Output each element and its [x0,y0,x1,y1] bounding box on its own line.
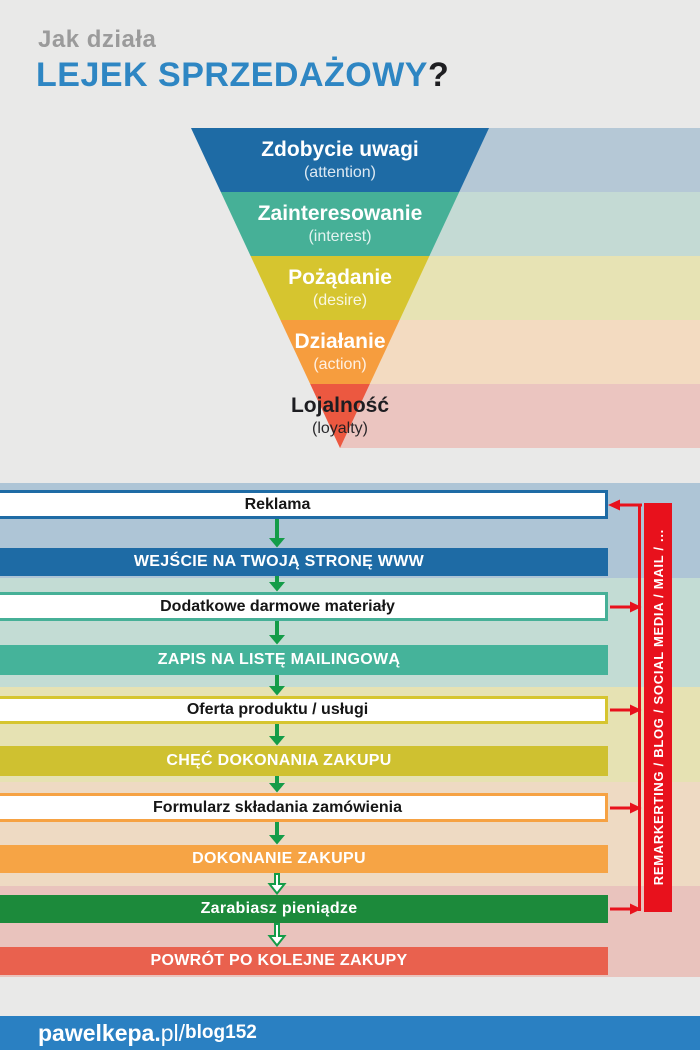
flow-bar-oferta: Oferta produktu / usługi [0,696,608,724]
stage-label: Lojalność [290,394,390,417]
page-title: LEJEK SPRZEDAŻOWY? [36,56,449,95]
arrow-down-icon [269,675,285,696]
funnel-stripe-loyalty [340,384,700,448]
stage-label: Zdobycie uwagi [261,138,419,161]
arrow-down-icon [269,776,285,793]
stage-sublabel: (attention) [303,164,377,181]
stage-sublabel: (interest) [308,228,372,245]
footer-bar: pawelkepa. pl / blog152 [0,1016,700,1050]
footer-domain: pl [160,1019,179,1046]
arrow-down-icon [269,519,285,548]
flow-bar-dokonanie-zakupu: DOKONANIE ZAKUPU [0,845,608,873]
arrow-left-icon [608,499,642,511]
arrow-down-icon [269,576,285,592]
stage-label: Zainteresowanie [257,202,423,225]
footer-slash: / [178,1019,186,1046]
arrow-down-icon [269,621,285,645]
arrow-down-outline-icon [267,873,287,895]
funnel-stage-action: Działanie (action) [190,329,490,375]
arrow-right-icon [610,601,642,613]
funnel-stage-interest: Zainteresowanie (interest) [190,201,490,247]
footer-blog-ref: blog152 [185,1022,257,1043]
funnel-stage-desire: Pożądanie (desire) [190,265,490,311]
flow-bar-zarabiasz: Zarabiasz pieniądze [0,895,608,923]
funnel-stripe-action [340,320,700,384]
remarketing-connector-line [638,504,641,911]
flow-bar-reklama: Reklama [0,490,608,519]
arrow-down-icon [269,724,285,746]
stage-sublabel: (desire) [312,292,368,309]
stage-sublabel: (loyalty) [311,420,368,437]
flow-bar-formularz: Formularz składania zamówienia [0,793,608,822]
header-kicker: Jak działa [38,26,157,53]
flow-bar-wejscie-www: WEJŚCIE NA TWOJĄ STRONĘ WWW [0,548,608,576]
remarketing-sidebar-label: REMARKERTING / BLOG / SOCIAL MEDIA / MAI… [650,529,666,886]
stage-sublabel: (action) [313,356,367,373]
arrow-right-icon [610,704,642,716]
footer-brand: pawelkepa. [38,1019,161,1046]
page-title-text: LEJEK SPRZEDAŻOWY [36,56,428,94]
flow-bar-chec-zakupu: CHĘĆ DOKONANIA ZAKUPU [0,746,608,776]
remarketing-sidebar: REMARKERTING / BLOG / SOCIAL MEDIA / MAI… [644,503,672,912]
arrow-down-icon [269,822,285,845]
flow-bar-powrot: POWRÓT PO KOLEJNE ZAKUPY [0,947,608,975]
page-title-question-mark: ? [427,56,450,94]
funnel-stage-loyalty: Lojalność (loyalty) [190,393,490,439]
funnel-stage-attention: Zdobycie uwagi (attention) [190,137,490,183]
stage-label: Działanie [294,330,386,353]
arrow-down-outline-icon [267,923,287,947]
funnel-band-attention [191,128,489,192]
flow-bar-zapis-mailing: ZAPIS NA LISTĘ MAILINGOWĄ [0,645,608,675]
arrow-right-icon [610,903,642,915]
stage-label: Pożądanie [288,266,392,289]
flow-bar-darmowe-materialy: Dodatkowe darmowe materiały [0,592,608,621]
arrow-right-icon [610,802,642,814]
